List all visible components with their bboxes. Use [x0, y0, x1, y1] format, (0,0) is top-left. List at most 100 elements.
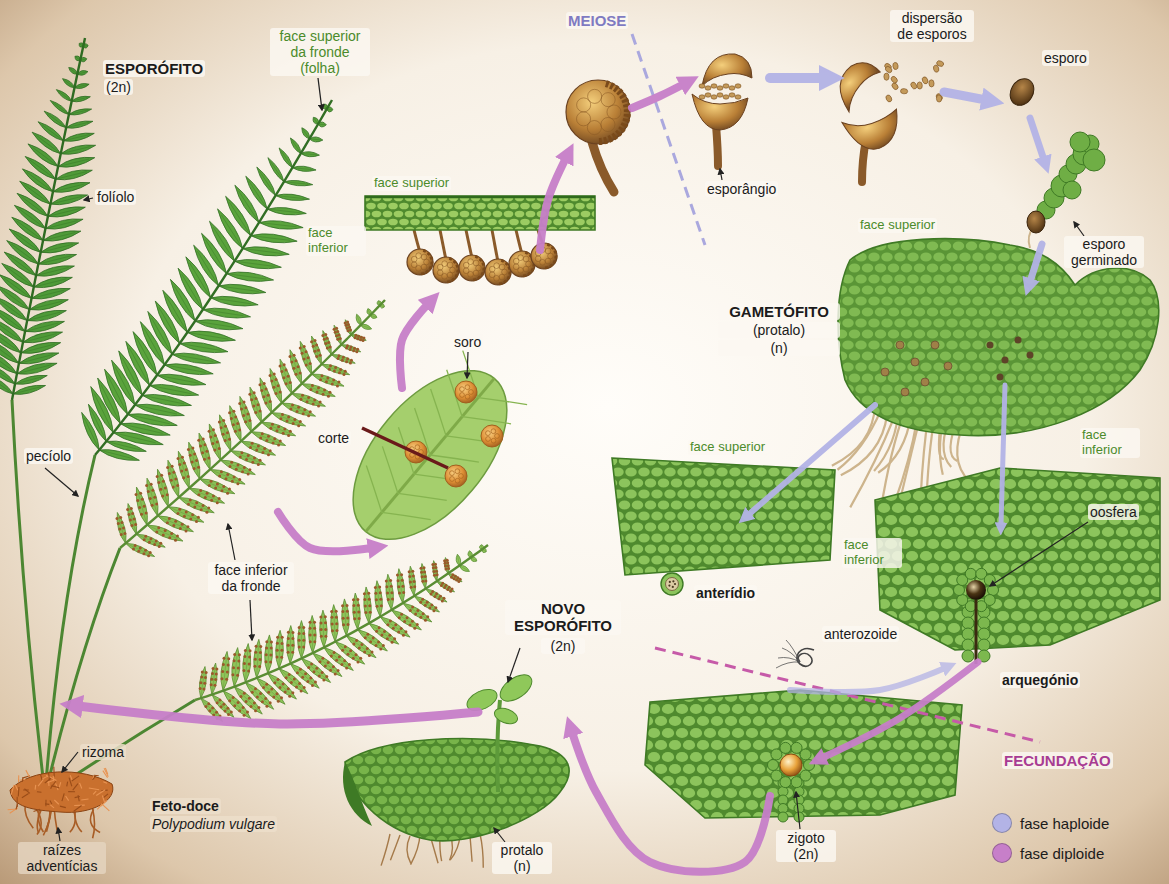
frond-lower-face: [291, 644, 294, 647]
frond-lower-face: [199, 489, 202, 492]
frond-lower-face: [416, 609, 419, 612]
frond-upper-face: [195, 321, 236, 327]
frond-lower-face: [265, 683, 268, 686]
frond-lower-face: [265, 439, 268, 442]
frond-lower-face: [190, 448, 199, 479]
frond-upper-face: [48, 209, 80, 217]
gametophyte: [1135, 351, 1146, 360]
rhizome: [103, 782, 107, 784]
frond-lower-face: [224, 425, 227, 428]
frond-lower-face: [254, 411, 257, 414]
rhizome: [70, 775, 72, 780]
frond-lower-face: [159, 488, 162, 491]
frond-lower-face: [220, 470, 223, 473]
frond-lower-face: [298, 632, 301, 635]
frond-lower-face: [321, 364, 349, 374]
frond-lower-face: [346, 322, 351, 335]
frond-lower-face: [223, 657, 226, 690]
frond-upper-face: [251, 234, 297, 243]
frond-lower-face: [242, 414, 245, 417]
frond-lower-face: [432, 570, 435, 573]
gametophyte: [1044, 329, 1055, 338]
frond-lower-face: [413, 585, 416, 588]
frond-lower-face: [166, 521, 169, 524]
leaf-section: [399, 235, 409, 242]
frond-lower-face: [153, 496, 156, 499]
leaf-section: [421, 264, 427, 270]
sporangium-dispersing: [885, 94, 893, 103]
frond-lower-face: [368, 604, 371, 607]
leaf-section: [509, 235, 519, 242]
frond-lower-face: [335, 622, 338, 625]
frond-lower-face: [216, 501, 219, 504]
gametophyte: [881, 340, 892, 349]
frond-lower-face: [364, 611, 367, 614]
rhizome: [37, 791, 41, 793]
rhizome: [8, 767, 113, 838]
frond-lower-face: [386, 623, 389, 626]
leaf-section: [597, 235, 607, 242]
sporangium-open: [711, 84, 717, 88]
frond-lower-face: [431, 590, 434, 593]
frond-lower-face: [211, 429, 220, 460]
sporangium-open: [717, 86, 723, 90]
frond-lower-face: [326, 346, 329, 349]
rhizome: [60, 806, 66, 807]
frond-upper-face: [69, 110, 88, 115]
frond-lower-face: [118, 527, 121, 530]
frond-lower-face: [276, 656, 279, 659]
frond-lower-face: [375, 598, 378, 601]
sporangium-dispersing: [900, 88, 908, 94]
frond-upper-face: [203, 308, 251, 318]
gametophyte: [1089, 340, 1100, 349]
frond-upper-face: [142, 394, 191, 406]
frond-lower-face: [292, 393, 326, 406]
sporangium-dispersing: [842, 105, 906, 157]
leaf-section: [355, 203, 365, 210]
frond-lower-face: [178, 508, 181, 511]
gametophyte: [946, 318, 957, 327]
rhizome: [90, 809, 100, 832]
frond-lower-face: [214, 434, 217, 437]
gametophyte: [998, 296, 1009, 305]
frond-lower-face: [144, 549, 147, 552]
gametophyte: [829, 230, 1169, 448]
frond-lower-face: [264, 660, 267, 663]
frond-lower-face: [356, 599, 358, 630]
sorus-closeup: [324, 342, 537, 567]
frond-lower-face: [348, 326, 351, 329]
gametophyte: [953, 263, 964, 272]
frond-lower-face: [343, 659, 346, 662]
frond-lower-face: [439, 595, 442, 598]
leaf-section: [388, 203, 398, 210]
frond-upper-face: [243, 247, 290, 256]
frond-lower-face: [293, 677, 296, 680]
frond-upper-face: [56, 172, 87, 180]
frond-lower-face: [444, 562, 447, 565]
frond-lower-face: [432, 609, 435, 612]
gametophyte: [842, 296, 853, 305]
sorus-closeup: [366, 378, 495, 531]
frond-lower-face: [302, 646, 305, 649]
frond-lower-face: [130, 507, 133, 510]
frond-lower-face: [295, 373, 298, 376]
leaf-section: [421, 254, 427, 260]
frond-lower-face: [323, 616, 325, 648]
frond-lower-face: [449, 590, 452, 593]
frond-lower-face: [253, 391, 256, 394]
gametophyte: [901, 373, 912, 382]
leaf-section: [410, 219, 420, 226]
frond-lower-face: [396, 574, 399, 577]
frond-lower-face: [259, 645, 262, 648]
leaf-section: [433, 257, 459, 283]
frond-lower-face: [294, 359, 297, 362]
frond-upper-face: [48, 207, 85, 217]
frond-lower-face: [386, 592, 389, 595]
gametophyte: [862, 285, 873, 294]
rhizome: [68, 791, 75, 792]
frond-upper-face: [301, 152, 320, 157]
gametophyte: [1018, 373, 1029, 382]
frond-lower-face: [426, 615, 429, 618]
frond-upper-face: [69, 68, 78, 75]
frond-lower-face: [207, 456, 210, 459]
